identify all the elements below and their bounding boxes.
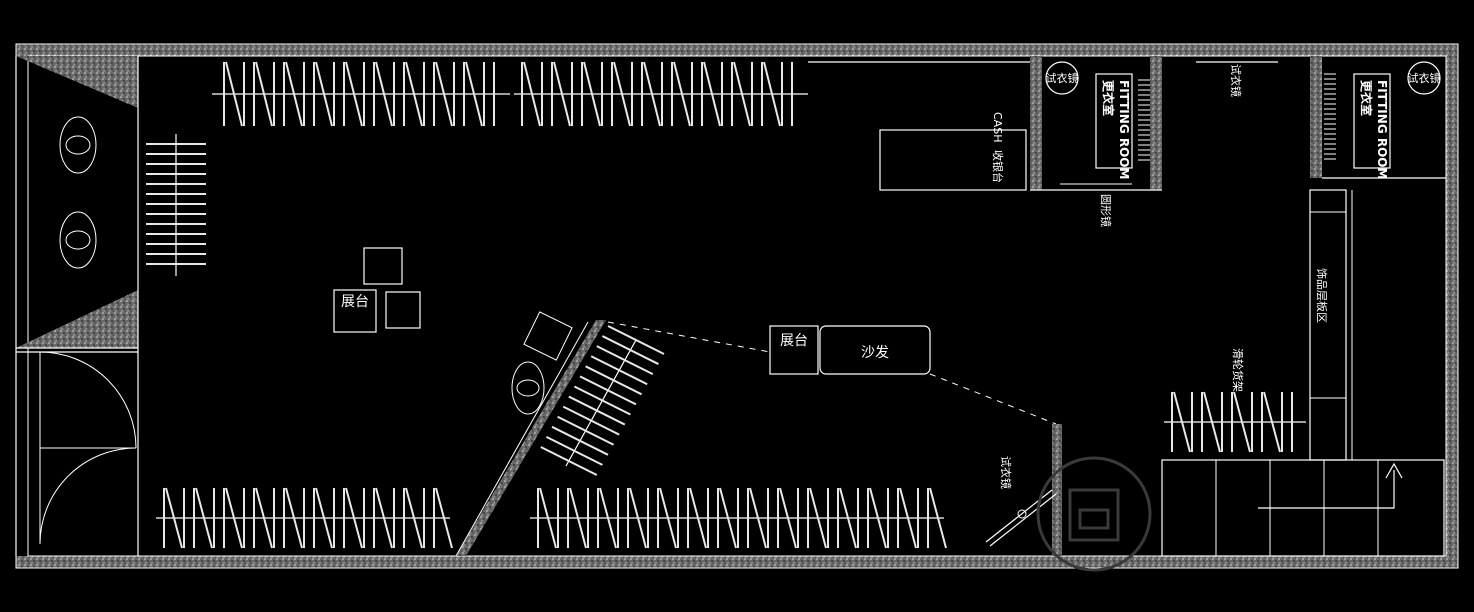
- accessory-shelf: 饰品层板区: [1309, 189, 1353, 461]
- hanger-mark: [643, 61, 661, 127]
- hanger-mark: [255, 487, 273, 549]
- hanger-mark: [405, 487, 423, 549]
- chair-icon: [59, 116, 545, 415]
- fitting-room-label-en: FITTING ROOM: [1117, 80, 1131, 179]
- stair-arrow-icon: [1258, 462, 1403, 509]
- storefront-window: [15, 56, 139, 556]
- staircase: [1161, 459, 1445, 557]
- hanger-mark: [583, 61, 601, 127]
- standing-mirror: 试衣镜: [985, 424, 1062, 556]
- hanger-mark: [375, 61, 393, 127]
- hanger-mark: [465, 61, 483, 127]
- hanger-mark: [523, 61, 541, 127]
- display-table: 展台: [333, 247, 421, 333]
- hanger-mark: [195, 487, 213, 549]
- sofa-label: 沙发: [861, 345, 889, 361]
- hanger-mark: [929, 487, 947, 549]
- hanger-mark: [673, 61, 691, 127]
- cash-counter: CASH 收银台: [879, 112, 1027, 191]
- fitting-room-label-cn: 更衣室: [1101, 80, 1116, 116]
- hanger-mark: [599, 487, 617, 549]
- cash-label-cn: 收银台: [991, 150, 1005, 183]
- hanger-mark: [375, 487, 393, 549]
- hanger-mark: [1173, 391, 1191, 453]
- hanger-mark: [285, 61, 303, 127]
- hanger-mark: [568, 395, 626, 426]
- angled-partition: [455, 311, 606, 557]
- hanger-mark: [435, 487, 453, 549]
- hanger-mark: [285, 487, 303, 549]
- hanger-mark: [579, 375, 637, 406]
- hanger-mark: [659, 487, 677, 549]
- hanger-mark: [899, 487, 917, 549]
- hanger-mark: [573, 385, 631, 416]
- mirror-label: 试衣镜: [1408, 71, 1441, 85]
- hanger-mark: [315, 487, 333, 549]
- hanger-mark: [1233, 391, 1251, 453]
- watermark-logo: [1036, 456, 1152, 572]
- hanger-rack-icon: [212, 61, 808, 127]
- mirror-label: 试衣镜: [1046, 71, 1079, 85]
- hanger-mark: [601, 335, 659, 365]
- hanger-rack-icon: [156, 487, 947, 549]
- sofa-area: 展台 沙发: [769, 325, 931, 375]
- hanger-mark: [551, 425, 609, 456]
- display-table-label: 展台: [341, 294, 369, 310]
- hanger-rack-icon: [146, 134, 206, 276]
- hanger-mark: [869, 487, 887, 549]
- hanger-rack-icon: [1164, 391, 1306, 453]
- hanger-mark: [225, 487, 243, 549]
- hanger-mark: [1263, 391, 1281, 453]
- hanger-mark: [165, 487, 183, 549]
- hanger-mark: [585, 365, 643, 396]
- fitting-mirror-label: 试衣镜: [999, 456, 1013, 489]
- hanger-mark: [613, 61, 631, 127]
- hanger-mark: [540, 446, 598, 476]
- fitting-room-1: 试衣镜 FITTING ROOM 更衣室 圆形镜: [1030, 56, 1162, 227]
- rolling-rack-label: 滑轮货架: [1231, 348, 1245, 392]
- hanger-mark: [562, 405, 620, 436]
- hanger-mark: [733, 61, 751, 127]
- round-mirror-label: 圆形镜: [1099, 194, 1113, 227]
- hanger-mark: [719, 487, 737, 549]
- hanger-mark: [315, 61, 333, 127]
- hanger-mark: [545, 435, 603, 466]
- hanger-mark: [225, 61, 243, 127]
- display-table-label: 展台: [780, 333, 808, 349]
- hanger-mark: [703, 61, 721, 127]
- hanger-mark: [345, 61, 363, 127]
- hanger-mark: [539, 487, 557, 549]
- hanger-mark: [255, 61, 273, 127]
- fitting-room-label-en: FITTING ROOM: [1375, 80, 1389, 179]
- hanger-mark: [809, 487, 827, 549]
- cash-label-en: CASH: [991, 112, 1004, 142]
- fitting-room-label-cn: 更衣室: [1359, 80, 1374, 116]
- hanger-mark: [596, 345, 654, 376]
- hanger-mark: [779, 487, 797, 549]
- accessory-shelf-label: 饰品层板区: [1315, 268, 1329, 323]
- fitting-room-2: 试衣镜 FITTING ROOM 更衣室: [1310, 56, 1446, 179]
- hanger-mark: [345, 487, 363, 549]
- hanger-mark: [553, 61, 571, 127]
- hanger-mark: [629, 487, 647, 549]
- hanger-mark: [839, 487, 857, 549]
- fitting-mirror-label: 试衣镜: [1229, 64, 1243, 97]
- hanger-mark: [569, 487, 587, 549]
- door-swing-icon: [39, 351, 137, 545]
- hanger-mark: [763, 61, 781, 127]
- hanger-mark: [405, 61, 423, 127]
- hanger-mark: [590, 355, 648, 386]
- hanger-mark: [749, 487, 767, 549]
- hanger-mark: [607, 325, 665, 355]
- hanger-rack-icon: [540, 325, 665, 476]
- hanger-mark: [689, 487, 707, 549]
- hanger-mark: [1203, 391, 1221, 453]
- hanger-mark: [435, 61, 453, 127]
- hanger-mark: [557, 415, 615, 446]
